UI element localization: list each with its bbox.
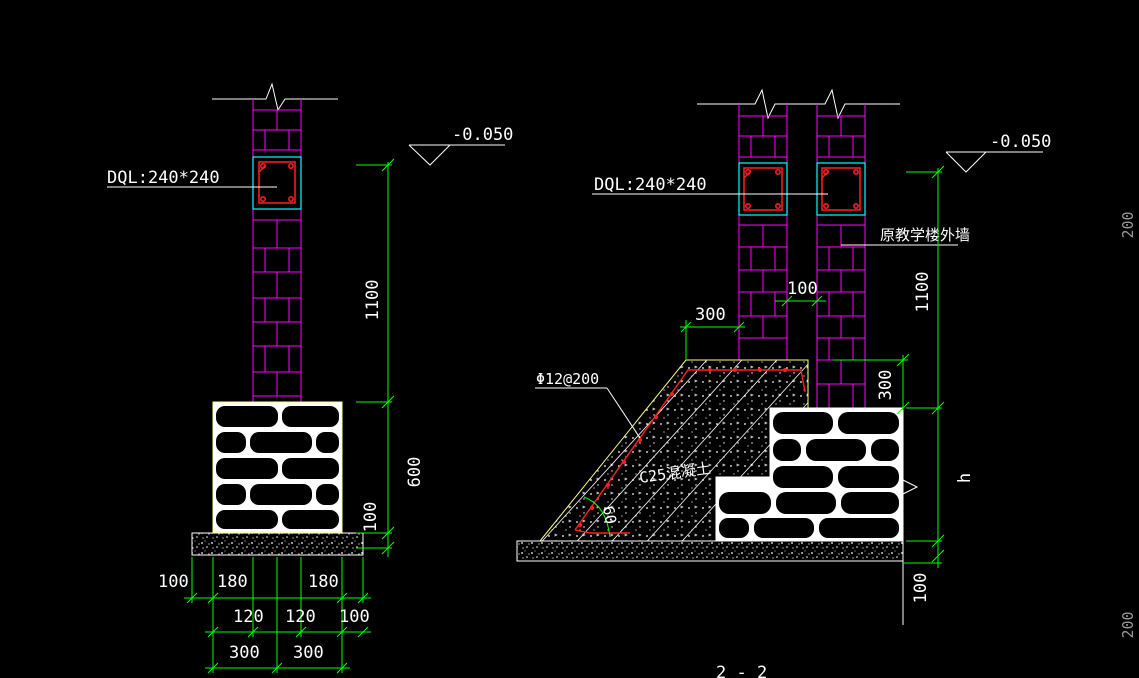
- angle-arc: [583, 496, 611, 538]
- section-mark: 2 - 2: [716, 663, 767, 678]
- existing-wall-label: 原教学楼外墙: [880, 226, 970, 244]
- left-dim-bottom-180a: 180: [217, 572, 248, 592]
- right-ring-beam-2: [816, 162, 866, 216]
- right-dim-1100: 1100: [913, 272, 933, 313]
- right-dim-100-gap: 100: [787, 279, 818, 299]
- left-dim-600: 600: [405, 457, 425, 488]
- left-dim-bottom-300b: 300: [293, 643, 324, 663]
- left-elevation-symbol: [408, 144, 505, 166]
- edge-label-bottom: 200: [1119, 611, 1137, 638]
- right-top-dimensions: [680, 295, 826, 360]
- left-ring-beam: [252, 156, 302, 210]
- slope-rebar-dots: [578, 368, 787, 527]
- right-dim-100-footing: 100: [911, 573, 931, 604]
- right-new-wall: [738, 104, 788, 360]
- left-dim-bottom-100a: 100: [158, 572, 189, 592]
- angle-label: 60: [599, 505, 620, 526]
- right-break-marker: [902, 479, 919, 495]
- left-dim-bottom-180b: 180: [308, 572, 339, 592]
- left-dim-bottom-120a: 120: [233, 607, 264, 627]
- right-ring-beam-1: [738, 162, 788, 216]
- left-dim-bottom-100b: 100: [339, 607, 370, 627]
- left-beam-rebar: [258, 161, 296, 204]
- right-beam-label: DQL:240*240: [594, 175, 707, 195]
- right-concrete-footing: [516, 540, 904, 562]
- rebar-leader-diag: [606, 387, 641, 439]
- left-vertical-dimension: [356, 158, 395, 557]
- left-break-line: [212, 82, 338, 112]
- right-break-line: [697, 88, 900, 120]
- right-beam-rebar: [743, 167, 861, 211]
- right-section: DQL:240*240 原教学楼外墙: [516, 88, 1051, 678]
- rebar-label: Φ12@200: [536, 370, 599, 388]
- right-dim-300-offset: 300: [695, 305, 726, 325]
- left-dim-bottom-120b: 120: [285, 607, 316, 627]
- left-section: DQL:240*240 -0.050 1100 600 100: [107, 82, 513, 674]
- right-vertical-dimension: [833, 165, 945, 568]
- left-dim-100: 100: [361, 502, 381, 533]
- left-brick-units: [216, 406, 339, 529]
- left-dim-1100: 1100: [363, 280, 383, 321]
- right-dim-h: h: [955, 473, 975, 483]
- right-elevation-symbol: [945, 151, 1043, 173]
- right-elevation-label: -0.050: [990, 132, 1051, 152]
- left-concrete-footing: [191, 532, 364, 556]
- left-wall: [252, 99, 302, 402]
- right-existing-wall: [816, 104, 866, 408]
- slope-rebar: [574, 369, 806, 531]
- left-beam-label: DQL:240*240: [107, 168, 220, 188]
- left-dim-bottom-300a: 300: [229, 643, 260, 663]
- left-horizontal-dimensions: [184, 557, 371, 674]
- right-brick-units: [719, 412, 899, 538]
- left-elevation-label: -0.050: [452, 125, 513, 145]
- slope-rebar-bottom: [574, 529, 630, 534]
- edge-label-top: 200: [1119, 211, 1137, 238]
- right-dim-300-step: 300: [876, 370, 896, 401]
